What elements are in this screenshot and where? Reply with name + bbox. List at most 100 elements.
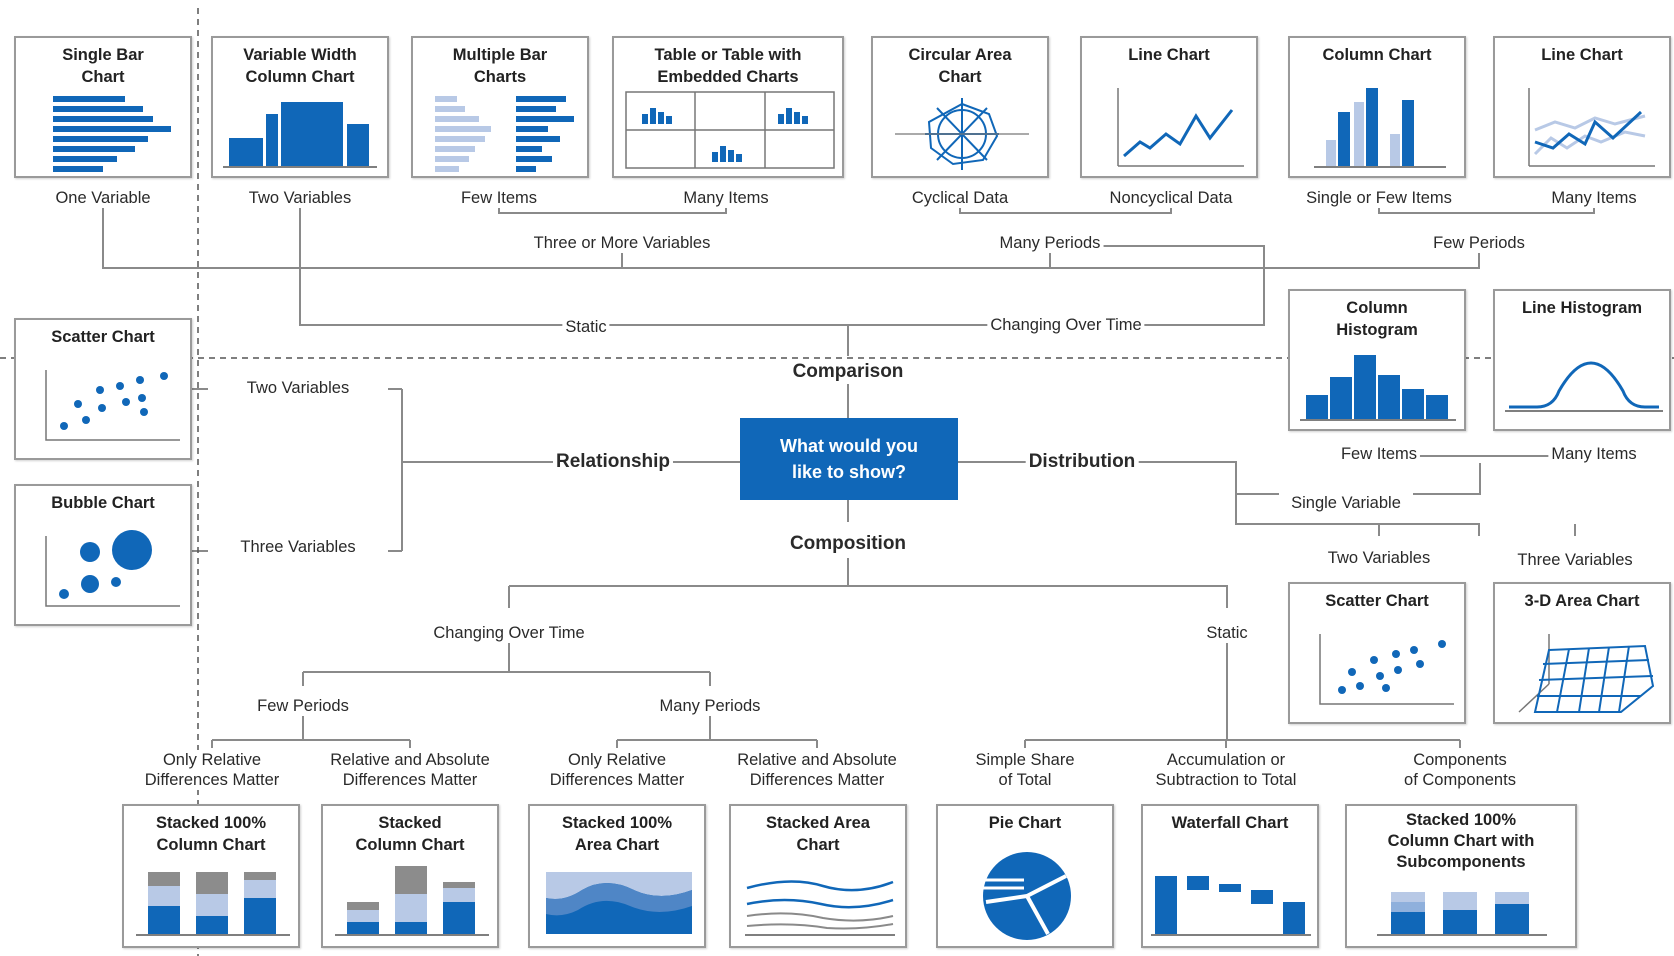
connector-line bbox=[1024, 642, 1461, 748]
card-variable-width-column-chart: Variable Width Column Chart bbox=[211, 36, 389, 178]
label-single-variable: Single Variable bbox=[1288, 493, 1404, 513]
connector-line bbox=[616, 716, 818, 748]
label-static-top: Static bbox=[562, 317, 610, 337]
label-changing-over-time-top: Changing Over Time bbox=[987, 315, 1145, 335]
label-relative-absolute-1: Relative and Absolute Differences Matter bbox=[327, 750, 493, 790]
center-question-box: What would you like to show? bbox=[740, 418, 958, 500]
label-only-relative-1: Only Relative Differences Matter bbox=[141, 750, 283, 790]
card-title: Bubble Chart bbox=[51, 494, 155, 512]
label-few-items-top: Few Items bbox=[457, 188, 541, 208]
card-title: Multiple Bar Charts bbox=[452, 46, 548, 86]
card-pie-chart: Pie Chart bbox=[936, 804, 1114, 948]
label-components: Components of Components bbox=[1401, 750, 1519, 790]
label-three-variables-left: Three Variables bbox=[237, 537, 359, 557]
column-chart-icon bbox=[223, 102, 377, 168]
stacked-area-icon bbox=[745, 880, 895, 936]
connector-line bbox=[302, 671, 711, 686]
card-stacked-100-area-chart: Stacked 100% Area Chart bbox=[528, 804, 706, 948]
card-multiple-bar-charts: Multiple Bar Charts bbox=[411, 36, 589, 178]
card-stacked-100-column-subcomponents: Stacked 100% Column Chart with Subcompon… bbox=[1345, 804, 1577, 948]
label-accumulation: Accumulation or Subtraction to Total bbox=[1152, 750, 1300, 790]
label-cyclical-data: Cyclical Data bbox=[908, 188, 1012, 208]
table-icon bbox=[625, 91, 835, 169]
line-histogram-icon bbox=[1505, 361, 1663, 412]
label-simple-share: Simple Share of Total bbox=[972, 750, 1078, 790]
card-table-with-embedded-charts: Table or Table with Embedded Charts bbox=[612, 36, 844, 178]
card-title: Pie Chart bbox=[988, 814, 1062, 832]
connector-line bbox=[622, 245, 1265, 269]
card-line-chart-noncyclical: Line Chart bbox=[1080, 36, 1258, 178]
label-many-items-dist: Many Items bbox=[1548, 444, 1640, 464]
label-single-few-items: Single or Few Items bbox=[1303, 188, 1455, 208]
card-title: Scatter Chart bbox=[1325, 592, 1429, 610]
histogram-icon bbox=[1300, 355, 1456, 421]
label-two-variables-top: Two Variables bbox=[245, 188, 355, 208]
stacked-column-icon bbox=[335, 866, 489, 936]
card-title: Line Histogram bbox=[1521, 299, 1643, 317]
card-title: Variable Width Column Chart bbox=[243, 46, 357, 86]
stacked-column-sub-icon bbox=[1377, 892, 1547, 936]
scatter-chart-icon bbox=[45, 370, 180, 441]
category-relationship: Relationship bbox=[552, 452, 674, 472]
category-comparison: Comparison bbox=[789, 362, 907, 382]
card-scatter-chart-right: Scatter Chart bbox=[1288, 582, 1466, 724]
card-stacked-column-chart: Stacked Column Chart bbox=[321, 804, 499, 948]
card-title: Stacked Area Chart bbox=[766, 814, 870, 854]
label-static-bottom: Static bbox=[1203, 623, 1251, 643]
card-title: Table or Table with Embedded Charts bbox=[654, 46, 802, 86]
connector-line bbox=[211, 716, 411, 748]
card-title: 3-D Area Chart bbox=[1524, 592, 1640, 610]
card-title: Line Chart bbox=[1128, 46, 1210, 64]
category-distribution: Distribution bbox=[1025, 452, 1139, 472]
card-title: Stacked Column Chart bbox=[355, 814, 465, 854]
label-many-items-top: Many Items bbox=[680, 188, 772, 208]
label-many-items-top2: Many Items bbox=[1548, 188, 1640, 208]
connector-line bbox=[509, 585, 1228, 608]
card-stacked-area-chart: Stacked Area Chart bbox=[729, 804, 907, 948]
card-title: Scatter Chart bbox=[51, 328, 155, 346]
card-waterfall-chart: Waterfall Chart bbox=[1141, 804, 1319, 948]
card-title: Stacked 100% Column Chart with Subcompon… bbox=[1387, 811, 1535, 871]
card-title: Stacked 100% Area Chart bbox=[561, 814, 673, 854]
connector-line bbox=[1235, 494, 1576, 536]
label-only-relative-2: Only Relative Differences Matter bbox=[546, 750, 688, 790]
card-line-chart-many-items: Line Chart bbox=[1493, 36, 1671, 178]
label-two-variables-dist: Two Variables bbox=[1324, 548, 1434, 568]
label-relative-absolute-2: Relative and Absolute Differences Matter bbox=[734, 750, 900, 790]
multi-line-chart-icon bbox=[1528, 88, 1655, 167]
radar-icon bbox=[895, 98, 1029, 170]
stacked-column-icon bbox=[136, 872, 290, 936]
card-title: Circular Area Chart bbox=[908, 46, 1012, 86]
scatter-chart-icon bbox=[1319, 634, 1454, 705]
bubble-chart-icon bbox=[45, 530, 180, 607]
bar-chart-icon bbox=[53, 96, 171, 172]
label-changing-over-time-bottom: Changing Over Time bbox=[430, 623, 588, 643]
card-single-bar-chart: Single Bar Chart bbox=[14, 36, 192, 178]
label-one-variable: One Variable bbox=[52, 188, 154, 208]
card-title: Waterfall Chart bbox=[1171, 814, 1289, 832]
label-few-items-dist: Few Items bbox=[1337, 444, 1421, 464]
waterfall-icon bbox=[1151, 876, 1311, 936]
3d-area-icon bbox=[1518, 634, 1655, 713]
label-few-periods-bottom: Few Periods bbox=[254, 696, 352, 716]
label-many-periods-bottom: Many Periods bbox=[656, 696, 764, 716]
card-title: Stacked 100% Column Chart bbox=[155, 814, 267, 854]
connector-line bbox=[848, 268, 1265, 326]
connector-line bbox=[388, 388, 402, 552]
connector-line bbox=[192, 388, 208, 552]
label-three-variables-dist: Three Variables bbox=[1514, 550, 1636, 570]
pie-chart-icon bbox=[978, 852, 1071, 940]
label-few-periods-top: Few Periods bbox=[1430, 233, 1528, 253]
card-bubble-chart: Bubble Chart bbox=[14, 484, 192, 626]
connector-line bbox=[1264, 246, 1480, 269]
card-scatter-chart-left: Scatter Chart bbox=[14, 318, 192, 460]
card-3d-area-chart: 3-D Area Chart bbox=[1493, 582, 1671, 724]
card-column-histogram: Column Histogram bbox=[1288, 289, 1466, 431]
line-chart-icon bbox=[1117, 88, 1244, 167]
card-title: Column Chart bbox=[1322, 46, 1432, 64]
label-two-variables-left: Two Variables bbox=[243, 378, 353, 398]
stacked-area-icon bbox=[546, 872, 692, 934]
card-title: Single Bar Chart bbox=[62, 46, 144, 86]
label-many-periods-top: Many Periods bbox=[996, 233, 1104, 253]
card-title: Column Histogram bbox=[1336, 299, 1418, 339]
